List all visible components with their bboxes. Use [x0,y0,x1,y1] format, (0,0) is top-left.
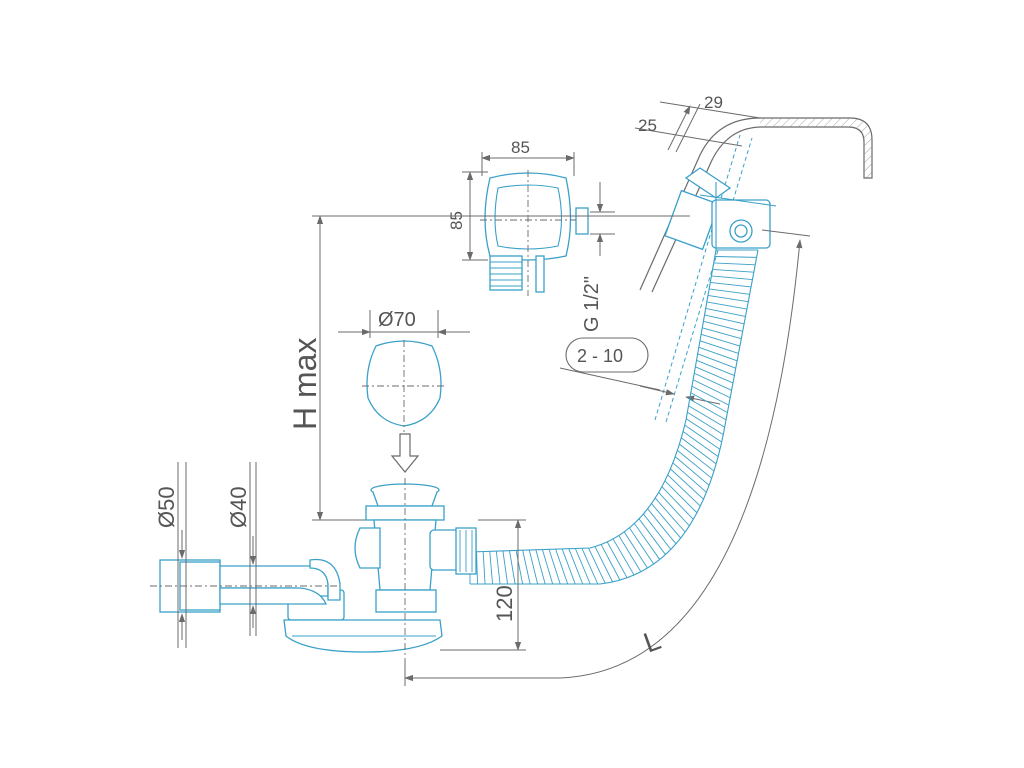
outlet-d40-label: Ø40 [226,486,251,528]
hose-rib [495,551,501,585]
hose-ribs [469,249,758,585]
hose-rib [482,551,486,585]
hose-rib [600,544,621,581]
hose-rib [667,474,701,507]
hose-rib [704,314,745,325]
hose-rib [695,366,734,384]
insert-arrow [390,433,420,473]
outlet-d50-label: Ø50 [154,486,179,528]
hose-rib [674,456,710,486]
dim-85-width-label: 85 [511,138,530,157]
dim-25-label: 25 [638,116,657,135]
outlet-nut [455,527,477,575]
overflow-head-mounted [664,167,777,252]
hose-rib [647,508,677,545]
hose-rib [612,538,635,576]
hose-rib [555,548,569,585]
hose-rib [522,550,531,585]
hose-rib [561,548,576,585]
outlet-pipe [150,558,341,613]
hose-rib [581,548,599,585]
hose-rib [713,262,756,266]
plug-diameter-label: Ø70 [378,309,416,331]
dimension-h-max: H max [287,215,614,521]
hose-rib [679,443,715,472]
hose-rib [681,437,717,465]
thickness-range-callout: 2 - 10 [559,337,721,405]
hose-rib [658,492,690,527]
hose-rib [707,294,749,303]
thread-label: G 1/2" [581,276,603,332]
hose-rib [651,503,682,539]
dimension-outlet-d50: Ø50 [154,462,187,648]
dim-29-label: 29 [704,93,723,112]
dim-85-height-label: 85 [447,211,466,230]
h-max-label: H max [287,338,323,430]
dimension-wall-thickness: 29 25 [634,93,761,153]
hose-rib [670,468,704,500]
plug-detail: Ø70 [338,309,470,473]
hose-rib [700,333,741,347]
hose-rib [509,550,516,585]
hose-rib [692,379,731,399]
flexible-hose [469,249,759,585]
hose-rib [606,541,628,578]
dimension-outlet-d40: Ø40 [226,462,257,636]
hose-rib [672,462,707,493]
height-120-label: 120 [492,585,517,622]
bathtub-wall [639,117,873,423]
dimension-thread: G 1/2" [581,182,690,332]
hose-rib [705,307,746,317]
hose-rib [710,281,752,288]
hose-rib [489,551,493,585]
thickness-range-label: 2 - 10 [577,346,623,366]
hose-rib [706,301,747,310]
hose-rib [654,497,686,533]
hose-rib [711,275,753,280]
hose-rib [709,288,750,295]
hose-rib [661,486,694,520]
hose-rib [699,340,739,354]
hose-rib [594,546,614,583]
hose-rib [698,346,738,362]
hose-rib [677,450,712,479]
hose-rib [714,256,757,258]
hose-rib [664,480,698,514]
hose-rib [528,549,539,585]
hose-rib [515,550,524,585]
hose-rib [568,548,584,585]
hose-rib [697,353,736,369]
hose-rib [696,359,735,376]
hose-rib [712,269,754,273]
length-l-label: L [639,624,664,658]
hose-rib [694,372,732,391]
overflow-head-front-view: 85 85 [447,138,589,296]
hose-rib [588,547,606,584]
hose-rib [574,548,591,585]
hose-rib [476,551,478,585]
hose-rib [502,550,509,585]
